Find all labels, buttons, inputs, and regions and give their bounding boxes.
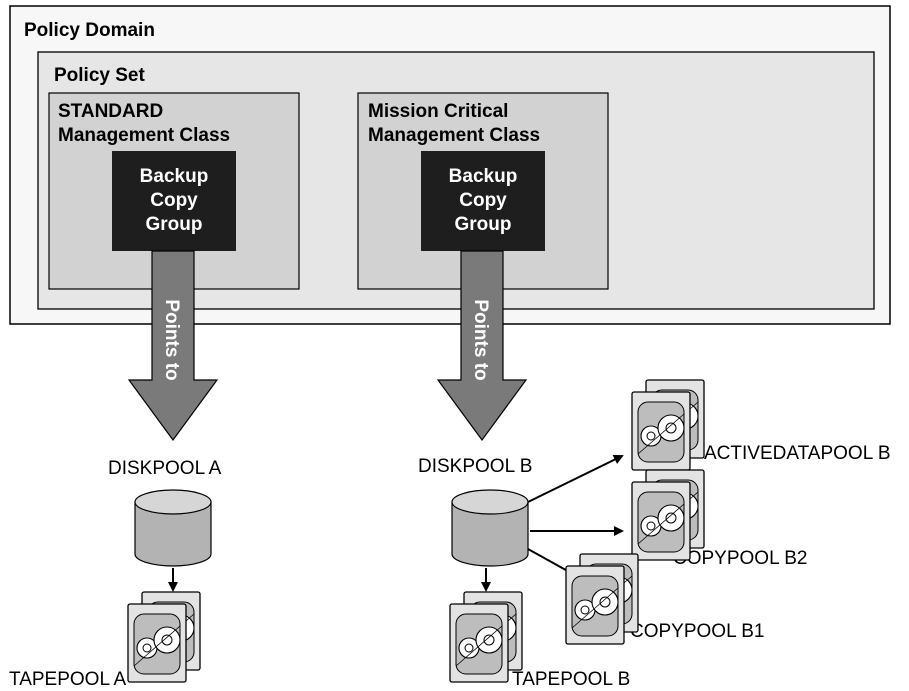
class-standard-line1: STANDARD [58, 101, 163, 122]
copypool-b1-label: COPYPOOL B1 [630, 621, 764, 642]
group-standard-line1: Backup [140, 166, 209, 187]
points-to-arrow-b [436, 250, 528, 442]
tape-cartridge-icon [632, 470, 704, 560]
activedatapool-b-label: ACTIVEDATAPOOL B [704, 443, 891, 464]
backup-copy-group-mission-critical [421, 151, 545, 251]
diskpool-b-label: DISKPOOL B [418, 456, 532, 477]
policy-set-title: Policy Set [54, 65, 145, 86]
tape-cartridge-icon [632, 380, 704, 470]
group-standard-line3: Group [146, 214, 203, 235]
class-mission-line2: Management Class [368, 125, 540, 146]
disk-cylinder-icon [134, 489, 212, 567]
points-to-label-a: Points to [161, 299, 182, 380]
disk-cylinder-icon [451, 489, 529, 567]
group-standard-line2: Copy [150, 190, 198, 211]
group-mission-line2: Copy [459, 190, 507, 211]
diskpool-a-label: DISKPOOL A [108, 458, 222, 479]
points-to-arrow-a [127, 250, 219, 442]
policy-domain-title: Policy Domain [24, 20, 155, 41]
group-mission-line1: Backup [449, 166, 518, 187]
tape-cartridge-icon [128, 592, 200, 682]
tape-cartridge-icon [450, 592, 522, 682]
points-to-label-b: Points to [470, 299, 491, 380]
copypool-b2-label: COPYPOOL B2 [673, 548, 807, 569]
class-mission-line1: Mission Critical [368, 101, 508, 122]
arrow-disk-b-to-activedatapool [527, 455, 624, 503]
class-standard-line2: Management Class [58, 125, 230, 146]
tape-cartridge-icon [566, 554, 638, 644]
tapepool-a-label: TAPEPOOL A [9, 669, 127, 690]
group-mission-line3: Group [455, 214, 512, 235]
backup-copy-group-standard [112, 151, 236, 251]
tapepool-b-label: TAPEPOOL B [512, 669, 630, 690]
